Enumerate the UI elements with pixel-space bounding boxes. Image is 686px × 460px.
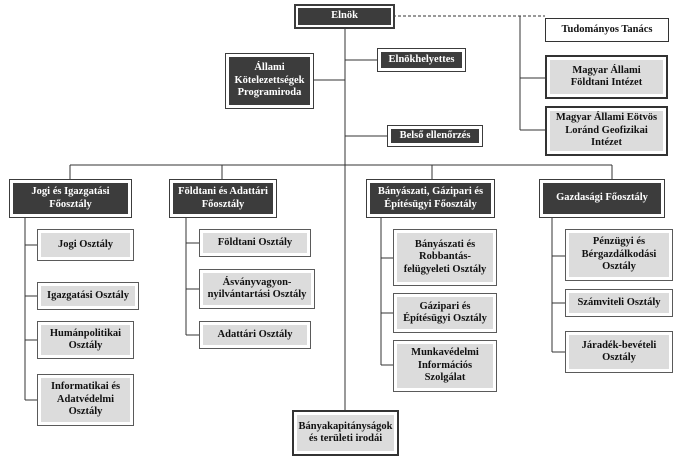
dept-hr: Humánpolitikai Osztály [37, 321, 134, 359]
dept-mineral-register-label: Ásványvagyon-nyilvántartási Osztály [207, 276, 307, 300]
president-box: Elnök [294, 4, 395, 29]
internal-audit-label: Belső ellenőrzés [399, 129, 471, 141]
dept-legal: Jogi Osztály [37, 229, 134, 261]
eotvos-institute-box: Magyar Állami Eötvös Loránd Geofizikai I… [545, 106, 668, 156]
vice-president-label: Elnökhelyettes [388, 53, 455, 65]
program-office-box: Állami Kötelezettségek Programiroda [225, 53, 314, 109]
dept-royalty: Járadék-bevételi Osztály [565, 331, 673, 373]
dept-safety-label: Munkavédelmi Információs Szolgálat [411, 347, 479, 384]
dept-finance-label: Pénzügyi és Bérgazdálkodási Osztály [581, 236, 657, 273]
dept-legal-label: Jogi Osztály [57, 238, 114, 250]
president-label: Elnök [331, 10, 358, 22]
scientific-council-box: Tudományos Tanács [545, 18, 669, 42]
dept-royalty-label: Járadék-bevételi Osztály [581, 339, 657, 363]
eotvos-institute-label: Magyar Állami Eötvös Loránd Geofizikai I… [555, 112, 658, 149]
division-mining-label: Bányászati, Gázipari és Építésügyi Főosz… [377, 186, 484, 210]
dept-finance: Pénzügyi és Bérgazdálkodási Osztály [565, 229, 673, 281]
dept-gas-label: Gázipari és Építésügyi Osztály [403, 300, 487, 324]
dept-archive: Adattári Osztály [199, 321, 311, 349]
division-finance-label: Gazdasági Főosztály [556, 192, 648, 204]
dept-accounting: Számviteli Osztály [565, 289, 673, 317]
division-legal-label: Jogi és Igazgatási Főosztály [31, 186, 110, 210]
division-geology-label: Földtani és Adattári Főosztály [178, 186, 268, 210]
internal-audit-box: Belső ellenőrzés [387, 125, 483, 147]
dept-administration-label: Igazgatási Osztály [47, 289, 129, 301]
geological-institute-box: Magyar Állami Földtani Intézet [545, 55, 668, 99]
dept-mining: Bányászati és Robbantás-felügyeleti Oszt… [393, 229, 497, 286]
dept-mineral-register: Ásványvagyon-nyilvántartási Osztály [199, 269, 315, 309]
mining-offices-box: Bányakapitányságok és területi irodái [292, 410, 399, 456]
dept-hr-label: Humánpolitikai Osztály [49, 327, 122, 351]
mining-offices-label: Bányakapitányságok és területi irodái [298, 420, 393, 444]
dept-it-label: Informatikai és Adatvédelmi Osztály [50, 381, 121, 418]
program-office-label: Állami Kötelezettségek Programiroda [234, 62, 305, 99]
division-mining-box: Bányászati, Gázipari és Építésügyi Főosz… [366, 179, 495, 218]
dept-geology-label: Földtani Osztály [217, 236, 293, 248]
dept-gas: Gázipari és Építésügyi Osztály [393, 293, 497, 333]
scientific-council-label: Tudományos Tanács [561, 23, 653, 35]
division-legal-box: Jogi és Igazgatási Főosztály [9, 179, 132, 218]
dept-administration: Igazgatási Osztály [37, 282, 139, 310]
division-finance-box: Gazdasági Főosztály [539, 179, 665, 218]
dept-geology: Földtani Osztály [199, 229, 311, 257]
dept-it: Informatikai és Adatvédelmi Osztály [37, 374, 134, 426]
geological-institute-label: Magyar Állami Földtani Intézet [570, 64, 643, 88]
dept-accounting-label: Számviteli Osztály [577, 296, 661, 308]
dept-archive-label: Adattári Osztály [217, 328, 293, 340]
dept-mining-label: Bányászati és Robbantás-felügyeleti Oszt… [403, 238, 487, 275]
division-geology-box: Földtani és Adattári Főosztály [169, 179, 277, 218]
dept-safety: Munkavédelmi Információs Szolgálat [393, 340, 497, 392]
vice-president-box: Elnökhelyettes [377, 48, 466, 72]
